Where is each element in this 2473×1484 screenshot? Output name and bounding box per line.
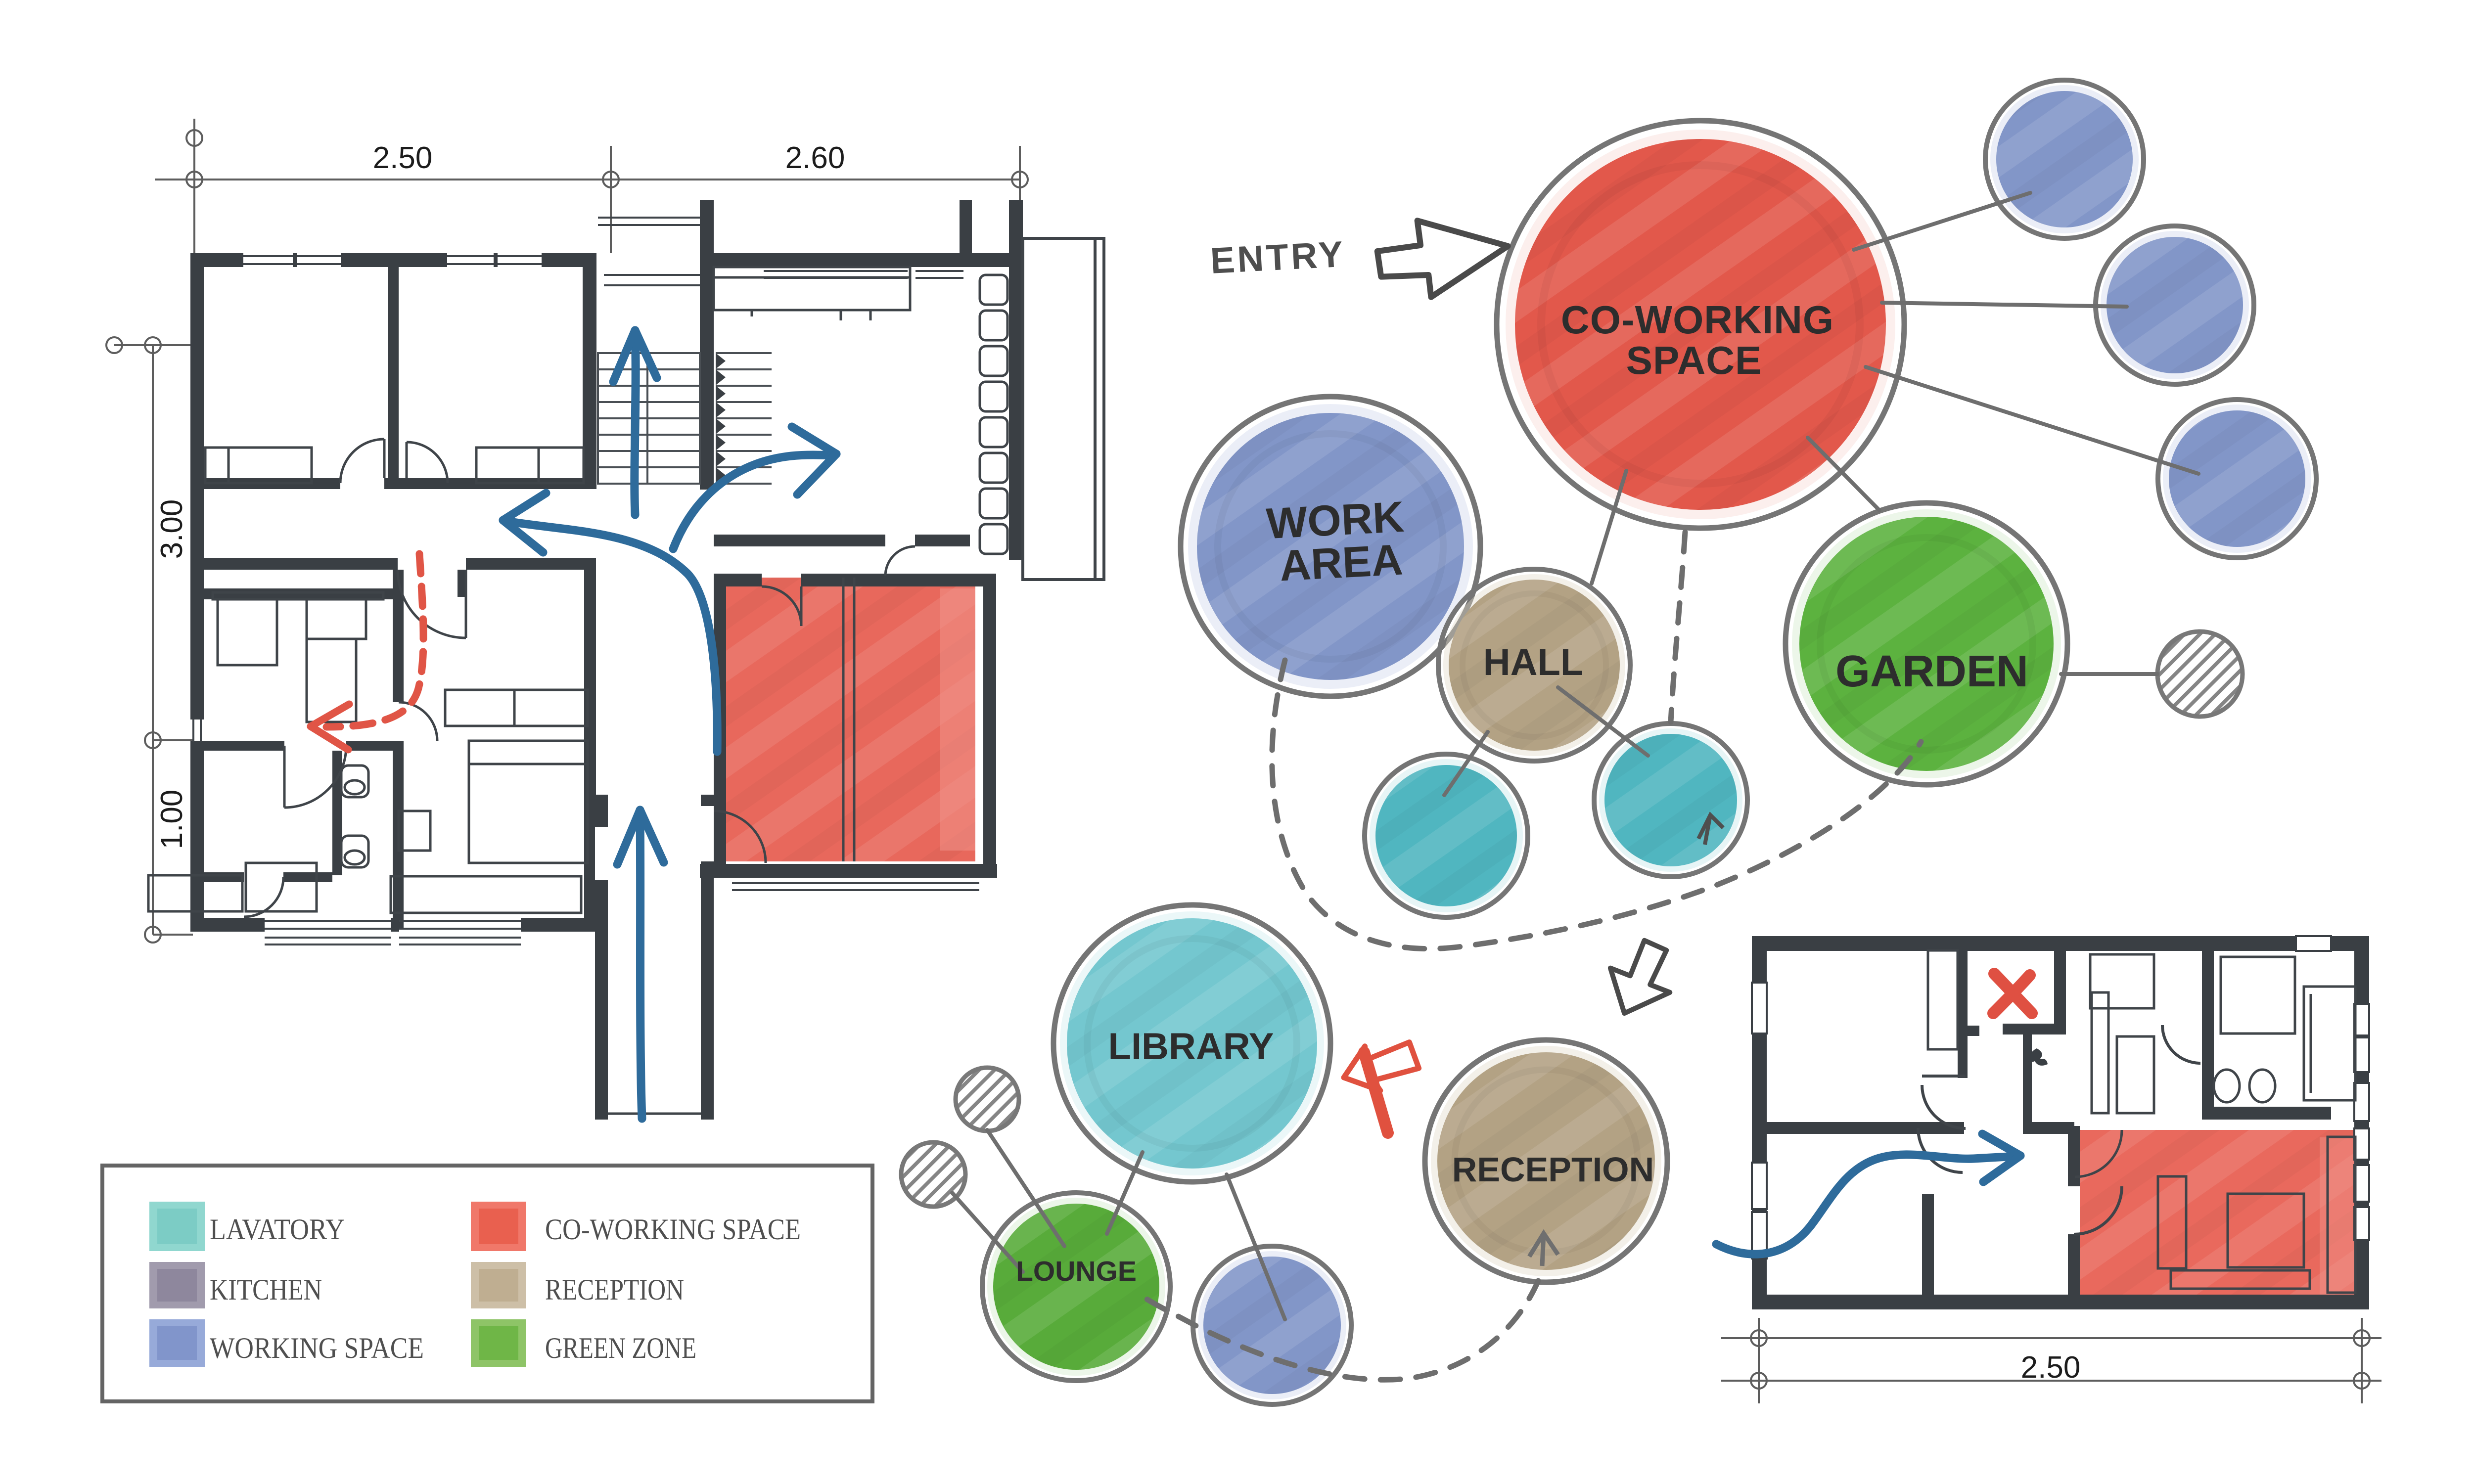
svg-text:2.60: 2.60 (785, 141, 845, 175)
svg-text:CO-WORKING SPACE: CO-WORKING SPACE (545, 1213, 801, 1246)
svg-text:RECEPTION: RECEPTION (545, 1273, 684, 1306)
svg-text:LAVATORY: LAVATORY (210, 1213, 345, 1246)
svg-text:2.50: 2.50 (2021, 1350, 2081, 1385)
svg-text:WORK: WORK (1265, 492, 1405, 548)
svg-text:1.00: 1.00 (155, 790, 189, 850)
svg-text:SPACE: SPACE (1626, 338, 1762, 382)
svg-text:LOUNGE: LOUNGE (1016, 1256, 1137, 1287)
svg-text:WORKING SPACE: WORKING SPACE (210, 1332, 424, 1364)
svg-text:ENTRY: ENTRY (1209, 233, 1346, 281)
svg-text:HALL: HALL (1483, 641, 1584, 683)
svg-text:3.00: 3.00 (155, 499, 189, 559)
svg-text:CO-WORKING: CO-WORKING (1561, 298, 1834, 342)
svg-text:GARDEN: GARDEN (1835, 647, 2028, 696)
svg-text:2.50: 2.50 (373, 141, 433, 175)
svg-text:AREA: AREA (1278, 535, 1404, 590)
svg-text:RECEPTION: RECEPTION (1452, 1150, 1654, 1189)
svg-text:KITCHEN: KITCHEN (210, 1273, 322, 1306)
svg-text:LIBRARY: LIBRARY (1108, 1026, 1274, 1068)
svg-text:GREEN ZONE: GREEN ZONE (545, 1332, 696, 1364)
